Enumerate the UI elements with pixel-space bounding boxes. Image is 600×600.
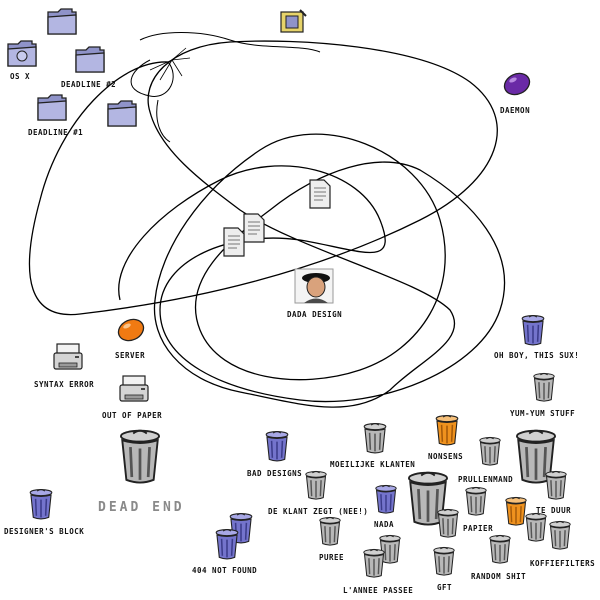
- desktop-icon-label[interactable]: DEADLINE #1: [28, 128, 84, 137]
- folder-icon[interactable]: [74, 42, 106, 74]
- desktop-icon-label[interactable]: OS X: [10, 72, 31, 81]
- desktop-icon-label[interactable]: OUT OF PAPER: [102, 411, 163, 420]
- printer-icon[interactable]: [52, 342, 84, 372]
- trash-icon[interactable]: [434, 414, 460, 448]
- trash-icon[interactable]: [524, 512, 548, 544]
- desktop-icon-label[interactable]: DADA DESIGN: [287, 310, 343, 319]
- trash-icon[interactable]: [520, 314, 546, 348]
- desktop-icon-label[interactable]: PAPIER: [463, 524, 494, 533]
- trash-icon[interactable]: [28, 488, 54, 522]
- trash-icon[interactable]: [548, 520, 572, 552]
- trash-icon[interactable]: [214, 528, 240, 562]
- desktop-icon-label[interactable]: MOEILIJKE KLANTEN: [330, 460, 416, 469]
- desktop-icon-label[interactable]: SYNTAX ERROR: [34, 380, 95, 389]
- desktop-icon-label[interactable]: L'ANNEE PASSEE: [343, 586, 414, 595]
- hard-drive-folder-icon[interactable]: [6, 36, 38, 68]
- user-portrait-icon[interactable]: [294, 268, 334, 304]
- trash-icon[interactable]: [488, 534, 512, 566]
- dead-end-label[interactable]: DEAD END: [98, 500, 185, 515]
- document-icon[interactable]: [220, 226, 248, 258]
- trash-icon[interactable]: [304, 470, 328, 502]
- trash-icon[interactable]: [436, 508, 460, 540]
- desktop-icon-label[interactable]: PRULLENMAND: [458, 475, 514, 484]
- trash-icon[interactable]: [544, 470, 568, 502]
- desktop-icon-label[interactable]: YUM-YUM STUFF: [510, 409, 576, 418]
- folder-icon[interactable]: [106, 96, 138, 128]
- desktop-icon-label[interactable]: 404 NOT FOUND: [192, 566, 258, 575]
- desktop-icon-label[interactable]: KOFFIEFILTERS: [530, 559, 596, 568]
- folder-icon[interactable]: [36, 90, 68, 122]
- desktop-icon-label[interactable]: GFT: [437, 583, 453, 592]
- trash-icon[interactable]: [362, 422, 388, 456]
- desktop-icon-label[interactable]: DESIGNER'S BLOCK: [4, 527, 85, 536]
- trash-icon[interactable]: [464, 486, 488, 518]
- trash-icon[interactable]: [362, 548, 386, 580]
- desktop-icon-label[interactable]: TE DUUR: [536, 506, 572, 515]
- desktop-icon-label[interactable]: NADA: [374, 520, 395, 529]
- printer-icon[interactable]: [118, 374, 150, 404]
- trash-icon[interactable]: [264, 430, 290, 464]
- trash-icon[interactable]: [318, 516, 342, 548]
- trash-icon[interactable]: [478, 436, 502, 468]
- desktop-icon-label[interactable]: BAD DESIGNS: [247, 469, 303, 478]
- desktop-icon-label[interactable]: DEADLINE #2: [61, 80, 117, 89]
- trash-icon[interactable]: [532, 372, 556, 404]
- desktop-icon-label[interactable]: DAEMON: [500, 106, 531, 115]
- desktop-icon-label[interactable]: SERVER: [115, 351, 146, 360]
- trash-icon[interactable]: [432, 546, 456, 578]
- document-icon[interactable]: [306, 178, 334, 210]
- trash-icon[interactable]: [374, 484, 398, 516]
- folder-icon[interactable]: [46, 4, 78, 36]
- toolbox-icon[interactable]: [278, 6, 308, 36]
- desktop-icon-label[interactable]: DE KLANT ZEGT (NEE!): [268, 507, 369, 516]
- desktop-icon-label[interactable]: RANDOM SHIT: [471, 572, 527, 581]
- desktop-icon-label[interactable]: NONSENS: [428, 452, 464, 461]
- trash-icon[interactable]: [118, 428, 162, 488]
- desktop-icon-label[interactable]: PUREE: [319, 553, 345, 562]
- purple-gem-icon[interactable]: [502, 70, 532, 98]
- desktop-icon-label[interactable]: OH BOY, THIS SUX!: [494, 351, 580, 360]
- orange-gem-icon[interactable]: [116, 316, 146, 344]
